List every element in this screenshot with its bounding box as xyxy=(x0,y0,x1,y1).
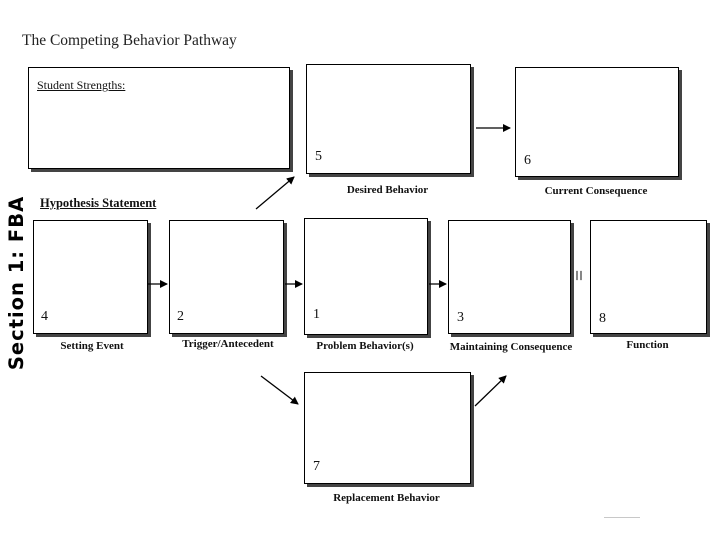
desired-behavior-number: 5 xyxy=(315,149,322,164)
maintaining-consequence-box[interactable]: 3 xyxy=(448,220,571,334)
trigger-antecedent-number: 2 xyxy=(177,309,184,324)
replacement-behavior-box[interactable]: 7 xyxy=(304,372,471,484)
arrow-replacement-to-maintaining xyxy=(474,375,507,407)
page-title: The Competing Behavior Pathway xyxy=(22,32,237,49)
current-consequence-box[interactable]: 6 xyxy=(515,67,679,177)
setting-event-number: 4 xyxy=(41,309,48,324)
desired-behavior-caption: Desired Behavior xyxy=(346,184,429,196)
current-consequence-number: 6 xyxy=(524,153,531,168)
maintaining-consequence-caption: Maintaining Consequence xyxy=(449,341,573,353)
arrow-trigger-to-replacement xyxy=(260,375,299,405)
replacement-behavior-number: 7 xyxy=(313,459,320,474)
function-box[interactable]: 8 xyxy=(590,220,707,334)
trigger-antecedent-caption: Trigger/Antecedent xyxy=(182,338,274,350)
function-caption: Function xyxy=(626,339,669,351)
student-strengths-box[interactable]: Student Strengths: xyxy=(28,67,290,169)
maintaining-consequence-number: 3 xyxy=(457,310,464,325)
arrow-trigger-to-desired xyxy=(255,176,295,210)
trigger-antecedent-box[interactable]: 2 xyxy=(169,220,284,334)
current-consequence-caption: Current Consequence xyxy=(544,185,648,197)
student-strengths-label: Student Strengths: xyxy=(37,78,126,92)
function-number: 8 xyxy=(599,311,606,326)
decorative-line xyxy=(604,517,640,518)
setting-event-box[interactable]: 4 xyxy=(33,220,148,334)
desired-behavior-box[interactable]: 5 xyxy=(306,64,471,174)
setting-event-caption: Setting Event xyxy=(60,340,124,352)
hypothesis-label: Hypothesis Statement xyxy=(40,196,157,210)
problem-behavior-number: 1 xyxy=(313,307,320,322)
problem-behavior-caption: Problem Behavior(s) xyxy=(316,340,414,352)
replacement-behavior-caption: Replacement Behavior xyxy=(333,492,440,504)
problem-behavior-box[interactable]: 1 xyxy=(304,218,428,335)
